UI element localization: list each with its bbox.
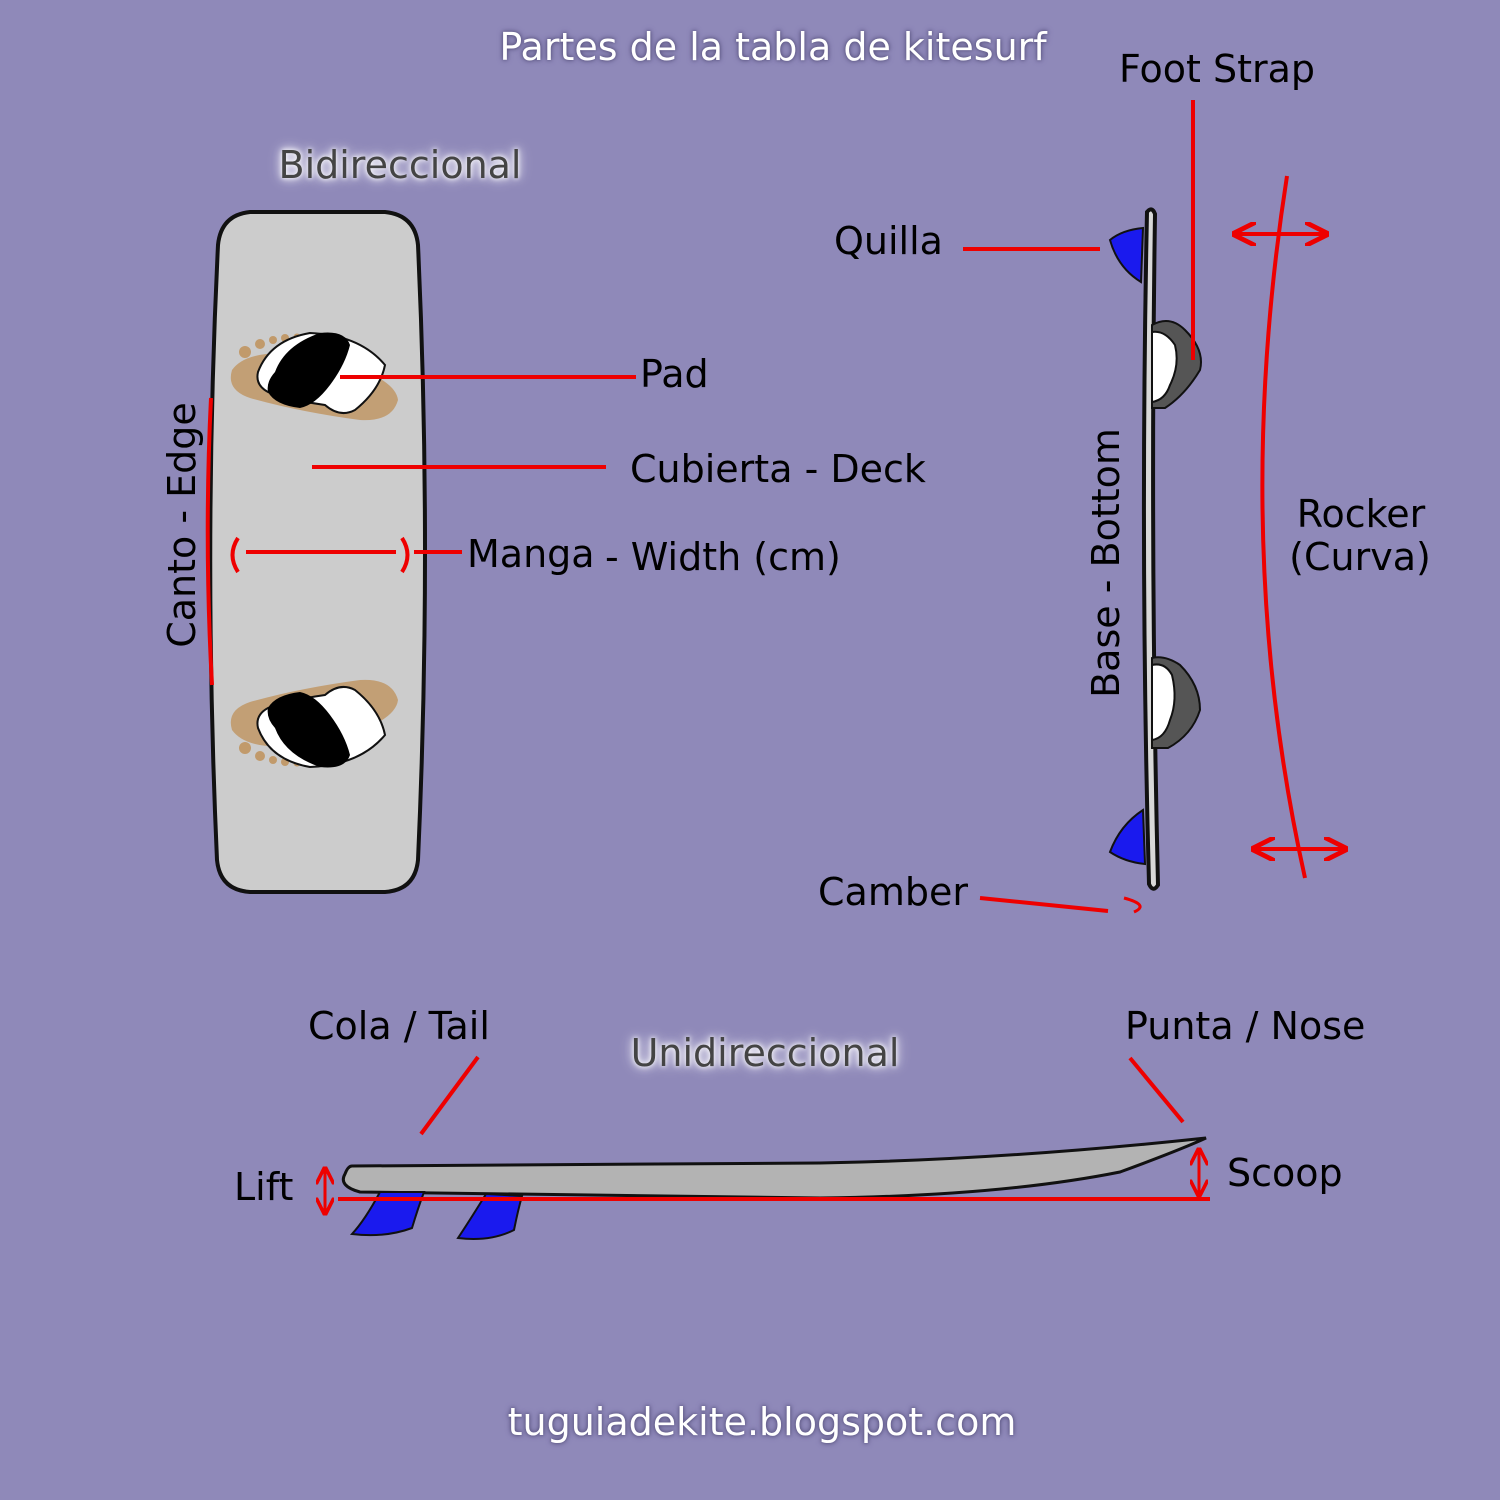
rocker-label: Rocker: [1296, 492, 1426, 536]
directional-fin-front: [456, 1192, 524, 1240]
deck-label: Cubierta - Deck: [630, 447, 926, 491]
strap-top: [267, 332, 350, 408]
pad-label: Pad: [640, 352, 709, 396]
twintip-heading: Bidireccional: [278, 143, 522, 187]
lift-label: Lift: [234, 1165, 294, 1209]
fin-label: Quilla: [834, 219, 943, 263]
scoop-label: Scoop: [1227, 1151, 1343, 1195]
side-fin-top: [1108, 226, 1145, 284]
edge-label: Canto - Edge: [160, 402, 204, 648]
directional-heading: Unidireccional: [630, 1031, 900, 1075]
footer-url: tuguiadekite.blogspot.com: [507, 1400, 1017, 1444]
side-fin-bottom: [1108, 808, 1147, 866]
width-marker: [230, 536, 462, 574]
binding-top: [230, 331, 398, 421]
rocker-sub-label: (Curva): [1289, 535, 1431, 579]
tail-leader: [419, 1055, 480, 1136]
tail-label: Cola / Tail: [308, 1004, 490, 1048]
nose-leader: [1128, 1056, 1185, 1124]
camber-arc: [1123, 896, 1142, 914]
width-detail-label: - Width (cm): [605, 535, 841, 579]
rocker-curve: [1260, 175, 1307, 879]
side-board: [1141, 207, 1161, 891]
directional-board: [341, 1136, 1207, 1200]
width-term-label: Manga: [467, 532, 595, 576]
side-strap-bottom: [1151, 656, 1202, 749]
strap-bottom: [267, 692, 350, 768]
edge-marker: [205, 397, 214, 686]
side-strap-top: [1151, 320, 1202, 409]
directional-fin-rear: [349, 1191, 426, 1237]
camber-leader: [979, 896, 1109, 913]
foot-strap-label: Foot Strap: [1119, 47, 1316, 91]
nose-label: Punta / Nose: [1125, 1004, 1366, 1048]
camber-label: Camber: [818, 870, 968, 914]
binding-bottom: [230, 679, 398, 769]
bottom-label: Base - Bottom: [1084, 428, 1128, 698]
diagram-title: Partes de la tabla de kitesurf: [499, 25, 1047, 69]
